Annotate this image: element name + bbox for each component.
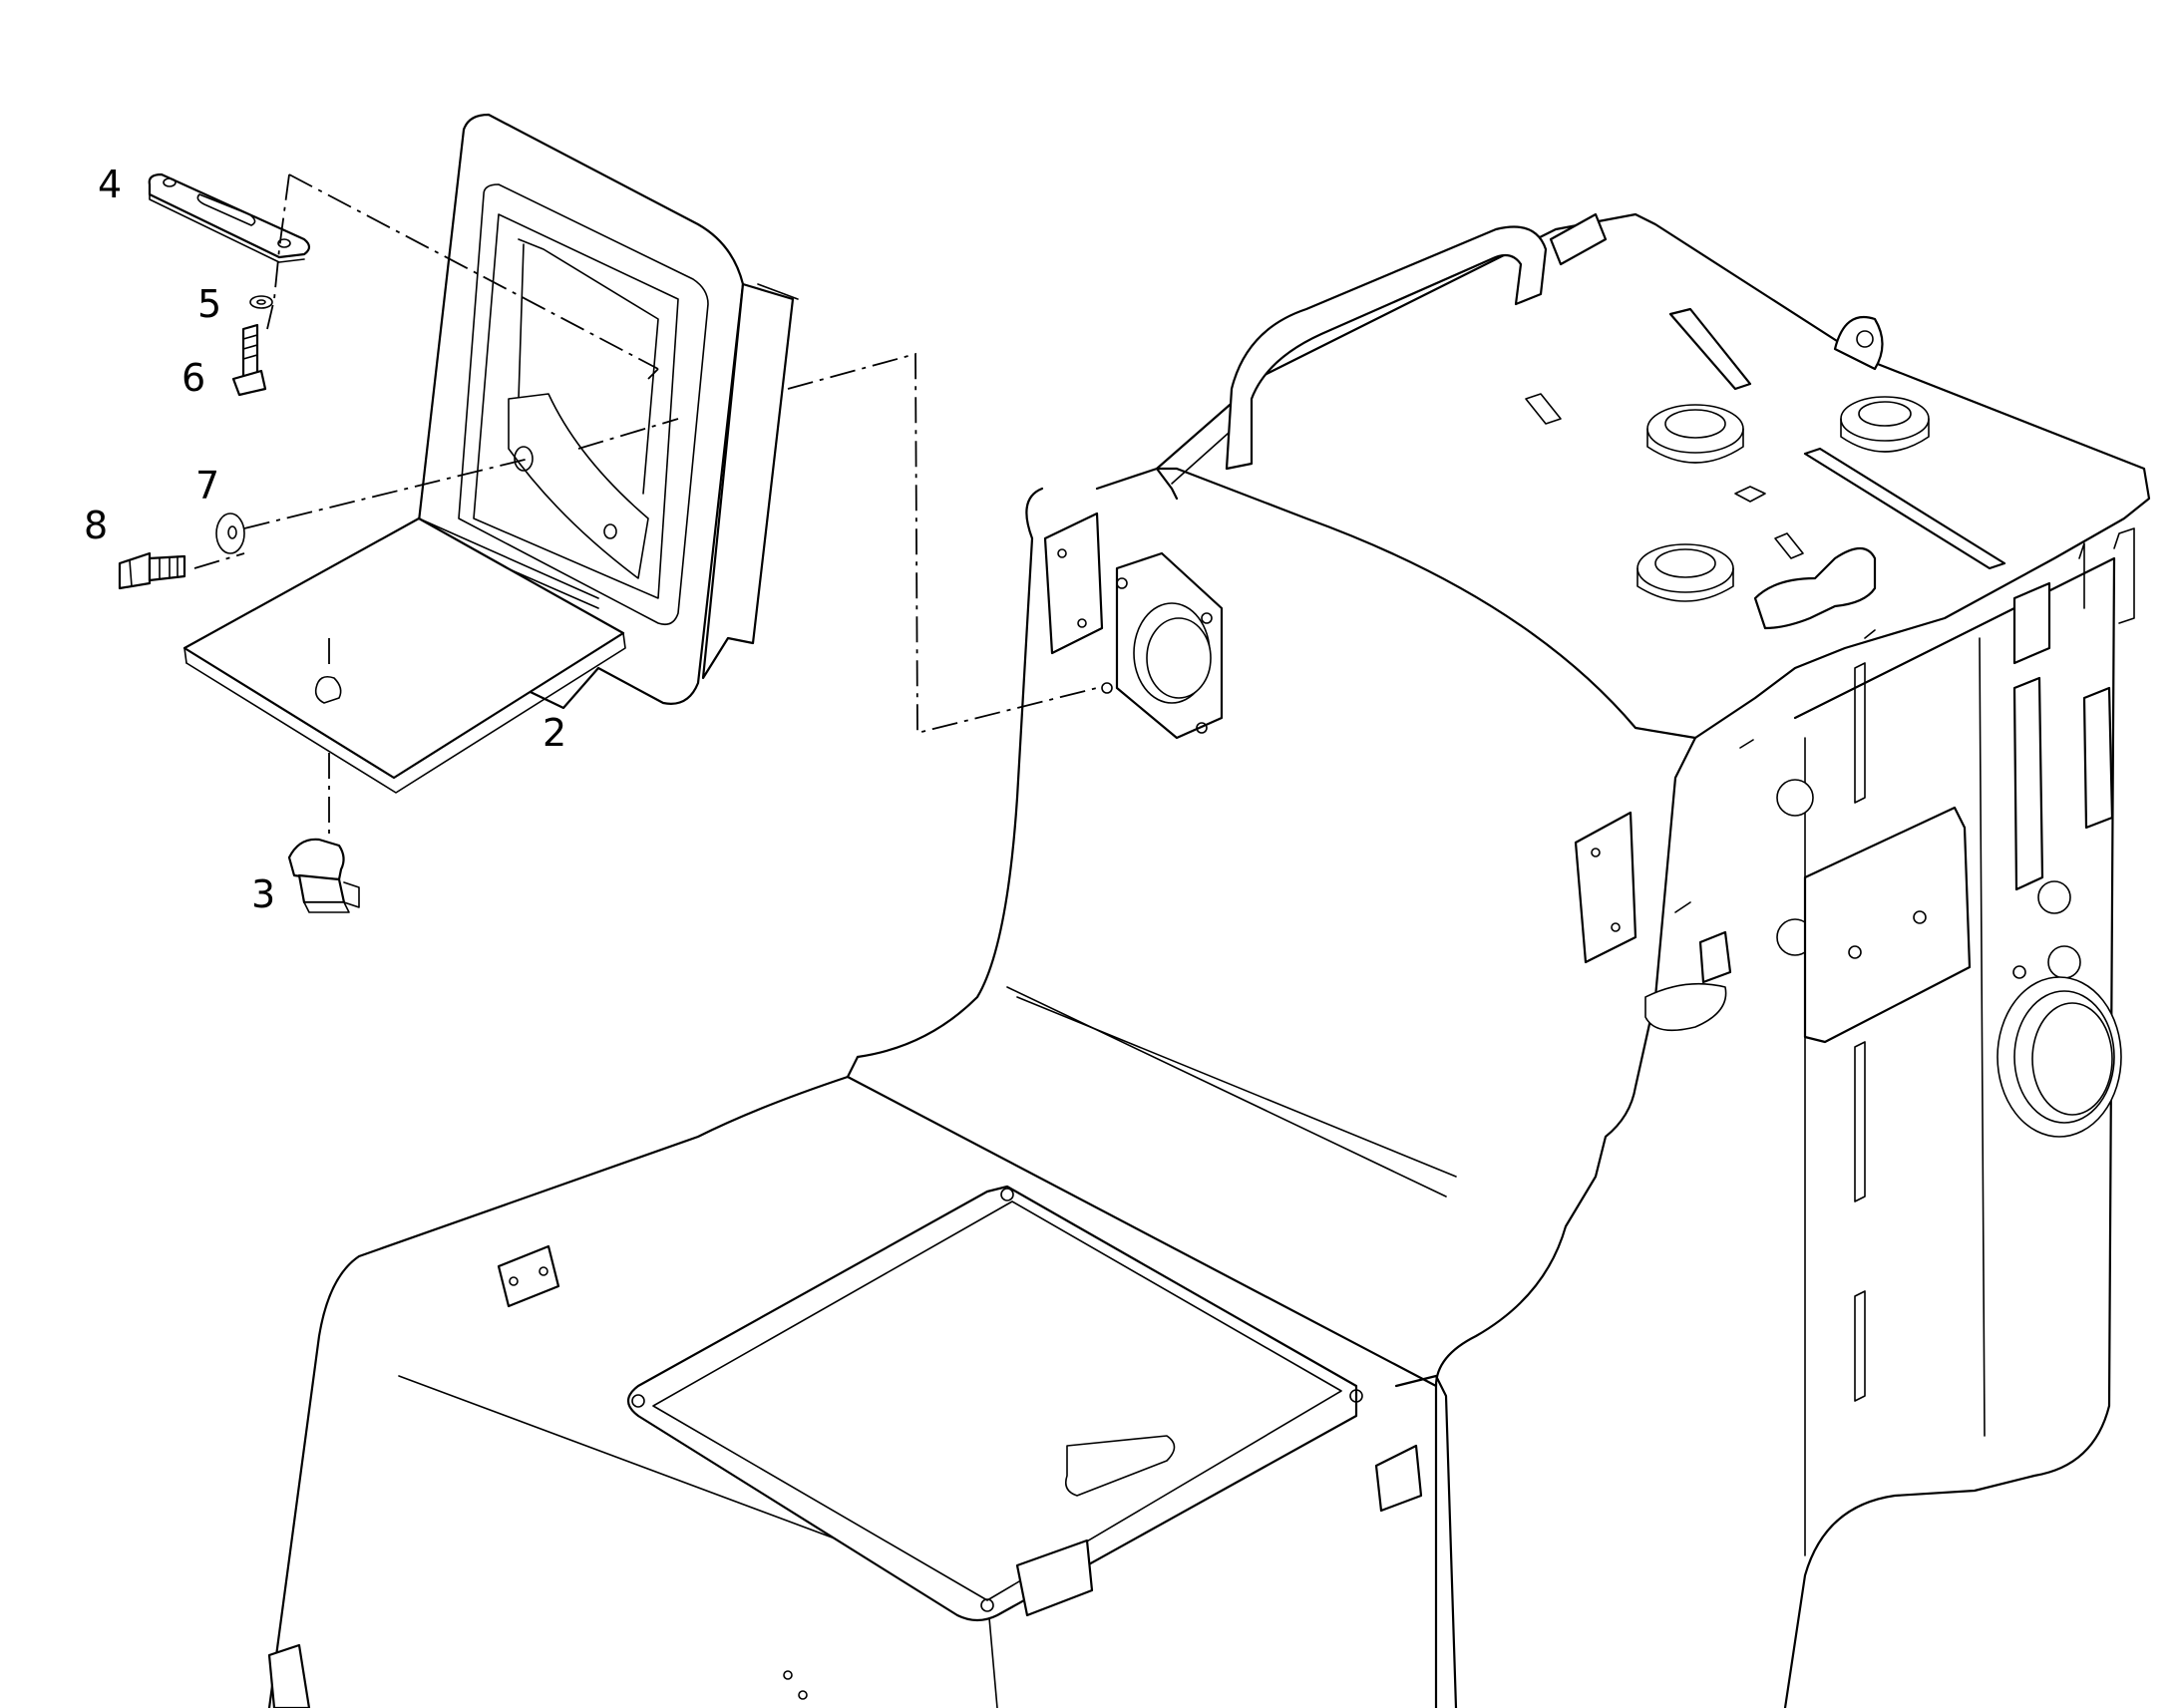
top-handle	[1225, 225, 1548, 471]
side-features	[1574, 527, 2135, 1402]
callout-7: 7	[195, 464, 219, 508]
assembly-lines	[193, 173, 1098, 838]
mounting-flange	[1043, 512, 1224, 740]
callout-8: 8	[84, 504, 108, 547]
part-5-washer	[249, 295, 273, 309]
part-2-storage-box	[182, 113, 799, 794]
callout-6: 6	[182, 356, 205, 400]
deck-features	[1525, 212, 2006, 630]
callout-5: 5	[197, 282, 221, 326]
part-8-bolt	[118, 551, 186, 590]
part-4-strap	[148, 172, 311, 263]
part-6-screw	[231, 323, 267, 397]
callouts: 2 3 4 5 6 7 8	[84, 163, 566, 916]
callout-3: 3	[251, 872, 275, 916]
part-7-washer	[215, 512, 245, 554]
machine-body	[267, 212, 2151, 1708]
callout-4: 4	[98, 163, 122, 206]
callout-2: 2	[543, 711, 566, 755]
part-3-latch	[287, 838, 360, 913]
